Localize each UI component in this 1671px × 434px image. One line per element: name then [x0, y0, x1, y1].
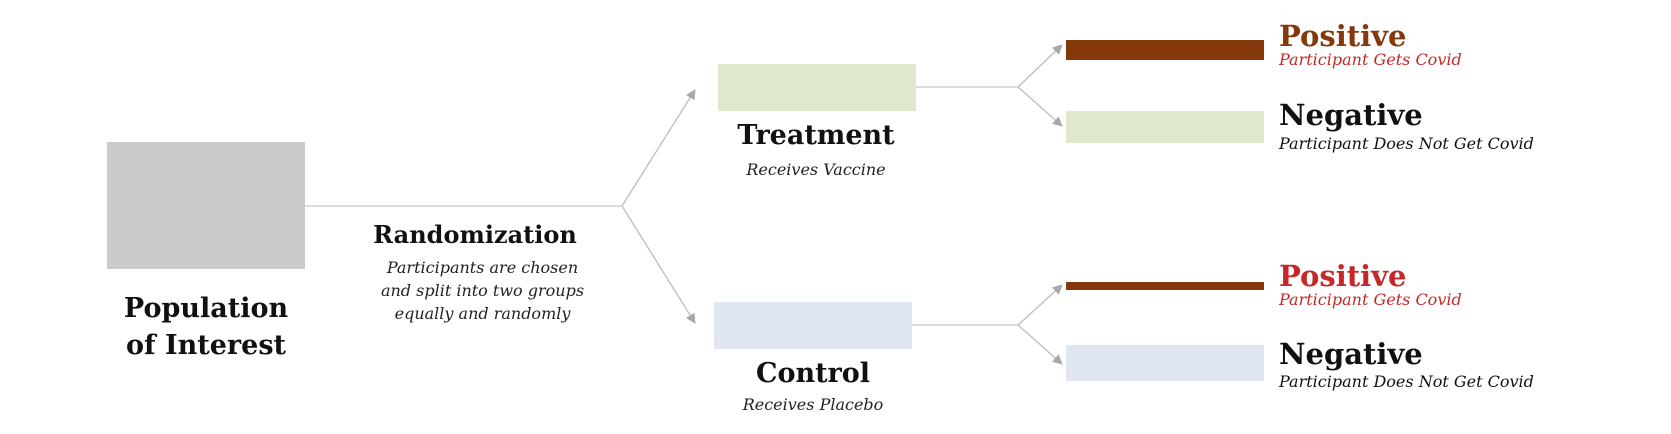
- control-title: Control: [755, 358, 871, 389]
- control-negative-title: Negative: [1279, 337, 1423, 371]
- treatment-positive-bar: [1066, 40, 1264, 60]
- treatment-negative-subtitle: Participant Does Not Get Covid: [1279, 134, 1534, 153]
- treatment-title: Treatment: [737, 120, 895, 151]
- population-label-line2: of Interest: [125, 330, 286, 361]
- control-positive-subtitle: Participant Gets Covid: [1279, 290, 1462, 309]
- treatment-negative-bar: [1066, 111, 1264, 143]
- randomization-desc-line2: and split into two groups: [380, 281, 585, 300]
- control-subtitle: Receives Placebo: [742, 395, 884, 414]
- arrow-control-negative: [1017, 324, 1063, 365]
- population-label: Population of Interest: [96, 290, 316, 364]
- control-negative-bar: [1066, 345, 1264, 381]
- treatment-positive-title: Positive: [1279, 19, 1407, 53]
- arrow-control-positive: [1017, 284, 1063, 326]
- arrow-treatment-negative: [1017, 86, 1063, 127]
- population-box: [107, 142, 305, 269]
- treatment-negative-title: Negative: [1279, 98, 1423, 132]
- randomization-desc-line1: Participants are chosen: [386, 258, 579, 277]
- control-negative-subtitle: Participant Does Not Get Covid: [1279, 372, 1534, 391]
- control-box: [714, 302, 912, 349]
- treatment-box: [718, 64, 916, 111]
- control-positive-title: Positive: [1279, 259, 1407, 293]
- arrow-to-treatment: [621, 89, 696, 207]
- arrow-to-control: [621, 205, 696, 324]
- arrow-treatment-positive: [1017, 44, 1063, 88]
- treatment-subtitle: Receives Vaccine: [746, 160, 886, 179]
- randomization-desc-line3: equally and randomly: [394, 304, 571, 323]
- treatment-positive-subtitle: Participant Gets Covid: [1279, 50, 1462, 69]
- randomization-description: Participants are chosen and split into t…: [360, 256, 605, 325]
- control-positive-bar: [1066, 282, 1264, 290]
- population-label-line1: Population: [123, 293, 289, 324]
- randomization-title: Randomization: [373, 220, 577, 249]
